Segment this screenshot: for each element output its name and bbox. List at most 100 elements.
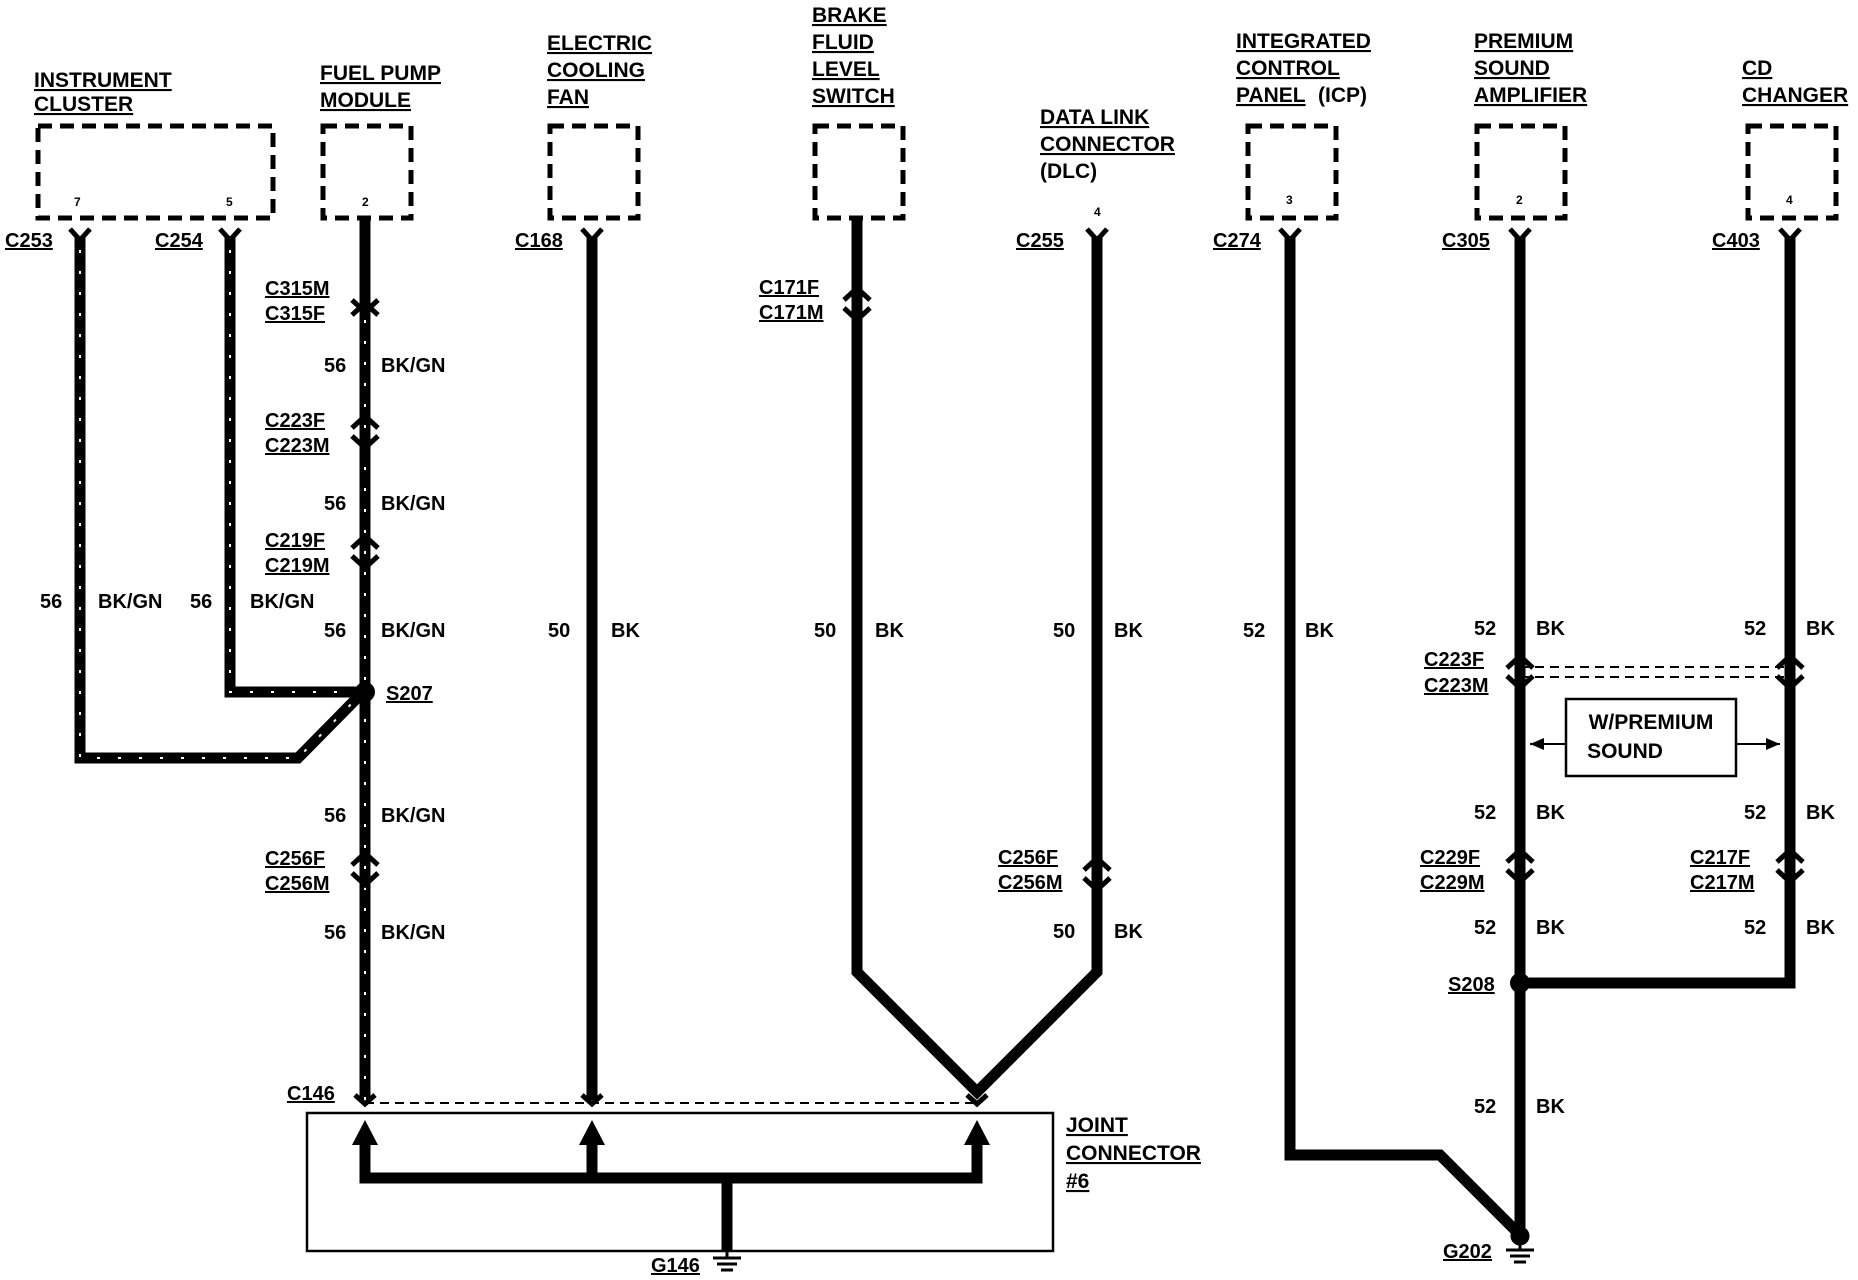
wire-label-cd-changer-1: 52 BK [1744,618,1835,640]
svg-text:BK: BK [1806,618,1835,640]
svg-text:50: 50 [814,620,836,642]
connector-c315m-label: C315M [265,278,329,300]
wire-label-cd-changer-3: 52 BK [1744,917,1835,939]
svg-text:BK: BK [1536,917,1565,939]
wire-label-ic-left: 56 BK/GN [40,591,162,613]
pin-2-label: 2 [362,195,369,209]
integrated-control-panel-box [1245,123,1339,221]
wire-label-dlc-2: 50 BK [1053,921,1143,943]
svg-text:50: 50 [548,620,570,642]
fuel-pump-module-box [320,123,414,221]
svg-text:BK: BK [1806,917,1835,939]
wire-label-fuel-pump-3: 56 BK/GN [324,620,445,642]
svg-text:FLUID: FLUID [812,31,874,54]
wire-label-cooling-fan: 50 BK [548,620,640,642]
svg-text:FUEL PUMP: FUEL PUMP [320,62,441,85]
svg-text:56: 56 [190,591,212,613]
brake-fluid-level-switch-title: BRAKE FLUID LEVEL SWITCH [812,4,895,108]
svg-text:BK: BK [611,620,640,642]
svg-text:56: 56 [324,355,346,377]
connector-c256m-label: C256M [998,872,1062,894]
svg-text:PREMIUM: PREMIUM [1474,30,1573,53]
ground-g146-label: G146 [651,1255,700,1277]
electric-cooling-fan-title: ELECTRIC COOLING FAN [547,32,652,109]
svg-text:BK/GN: BK/GN [381,805,445,827]
svg-text:52: 52 [1474,917,1496,939]
svg-text:SOUND: SOUND [1474,57,1550,80]
cd-changer-box [1745,123,1839,221]
svg-text:56: 56 [40,591,62,613]
wire-label-dlc-1: 50 BK [1053,620,1143,642]
connector-c223m-label: C223M [265,435,329,457]
premium-sound-amplifier-box [1474,123,1568,221]
svg-text:CONTROL: CONTROL [1236,57,1340,80]
svg-text:INSTRUMENT: INSTRUMENT [34,69,172,92]
svg-text:52: 52 [1744,917,1766,939]
connector-c223m-label: C223M [1424,675,1488,697]
wire-label-fuel-pump-4: 56 BK/GN [324,805,445,827]
svg-text:JOINT: JOINT [1066,1114,1128,1137]
svg-text:52: 52 [1474,802,1496,824]
option-box-arrow-left [1530,738,1544,750]
svg-text:52: 52 [1474,1096,1496,1118]
pin-4-label: 4 [1094,205,1101,219]
svg-text:BK: BK [1806,802,1835,824]
wire-brake-dlc [851,218,1103,1100]
svg-text:BK: BK [1114,921,1143,943]
connector-c253-label: C253 [5,230,53,252]
svg-text:LEVEL: LEVEL [812,58,880,81]
svg-text:CLUSTER: CLUSTER [34,93,133,116]
svg-text:INTEGRATED: INTEGRATED [1236,30,1371,53]
svg-text:BK/GN: BK/GN [381,355,445,377]
svg-text:BK: BK [875,620,904,642]
svg-text:52: 52 [1474,618,1496,640]
top-connector-symbols [68,227,1802,244]
premium-sound-amplifier-title: PREMIUM SOUND AMPLIFIER [1474,30,1587,107]
svg-text:ELECTRIC: ELECTRIC [547,32,652,55]
svg-text:MODULE: MODULE [320,89,411,112]
connector-c229m-label: C229M [1420,872,1484,894]
pin-5-label: 5 [226,195,233,209]
svg-text:BK: BK [1114,620,1143,642]
wire-label-cd-changer-2: 52 BK [1744,802,1835,824]
connector-c219m-label: C219M [265,555,329,577]
splice-s208-dot [1510,973,1530,993]
connector-c229f-label: C229F [1420,847,1480,869]
ground-g202-label: G202 [1443,1241,1492,1263]
svg-text:52: 52 [1744,802,1766,824]
svg-text:COOLING: COOLING [547,59,645,82]
svg-text:50: 50 [1053,620,1075,642]
cd-changer-title: CD CHANGER [1742,57,1848,107]
joint-connector-title: JOINT CONNECTOR #6 [1066,1114,1201,1193]
svg-text:BK: BK [1305,620,1334,642]
svg-text:SWITCH: SWITCH [812,85,895,108]
option-box-arrow-right [1766,738,1780,750]
svg-text:BK/GN: BK/GN [250,591,314,613]
wire-label-amplifier-4: 52 BK [1474,1096,1565,1118]
svg-text:56: 56 [324,805,346,827]
svg-text:(DLC): (DLC) [1040,160,1097,183]
wire-instrument-cluster-pin5 [224,238,365,698]
connector-c315f-label: C315F [265,303,325,325]
connector-c403-label: C403 [1712,230,1760,252]
data-link-connector-title: DATA LINK CONNECTOR (DLC) [1040,106,1175,183]
svg-text:56: 56 [324,620,346,642]
connector-c256f-label: C256F [265,848,325,870]
connector-c274-label: C274 [1213,230,1262,252]
connector-c256f-label: C256F [998,847,1058,869]
connector-c254-label: C254 [155,230,204,252]
pin-2-label: 2 [1516,193,1523,207]
connector-c223f-label: C223F [1424,649,1484,671]
svg-text:56: 56 [324,922,346,944]
svg-text:BRAKE: BRAKE [812,4,887,27]
wire-label-brake-switch: 50 BK [814,620,904,642]
wire-label-amplifier-3: 52 BK [1474,917,1565,939]
joint-connector-6-box [305,1111,1055,1253]
svg-text:52: 52 [1744,618,1766,640]
ground-g202-symbol [1506,1226,1534,1264]
svg-text:52: 52 [1243,620,1265,642]
electric-cooling-fan-box [547,123,641,221]
brake-fluid-level-switch-box [812,123,906,221]
wire-label-amplifier-2: 52 BK [1474,802,1565,824]
